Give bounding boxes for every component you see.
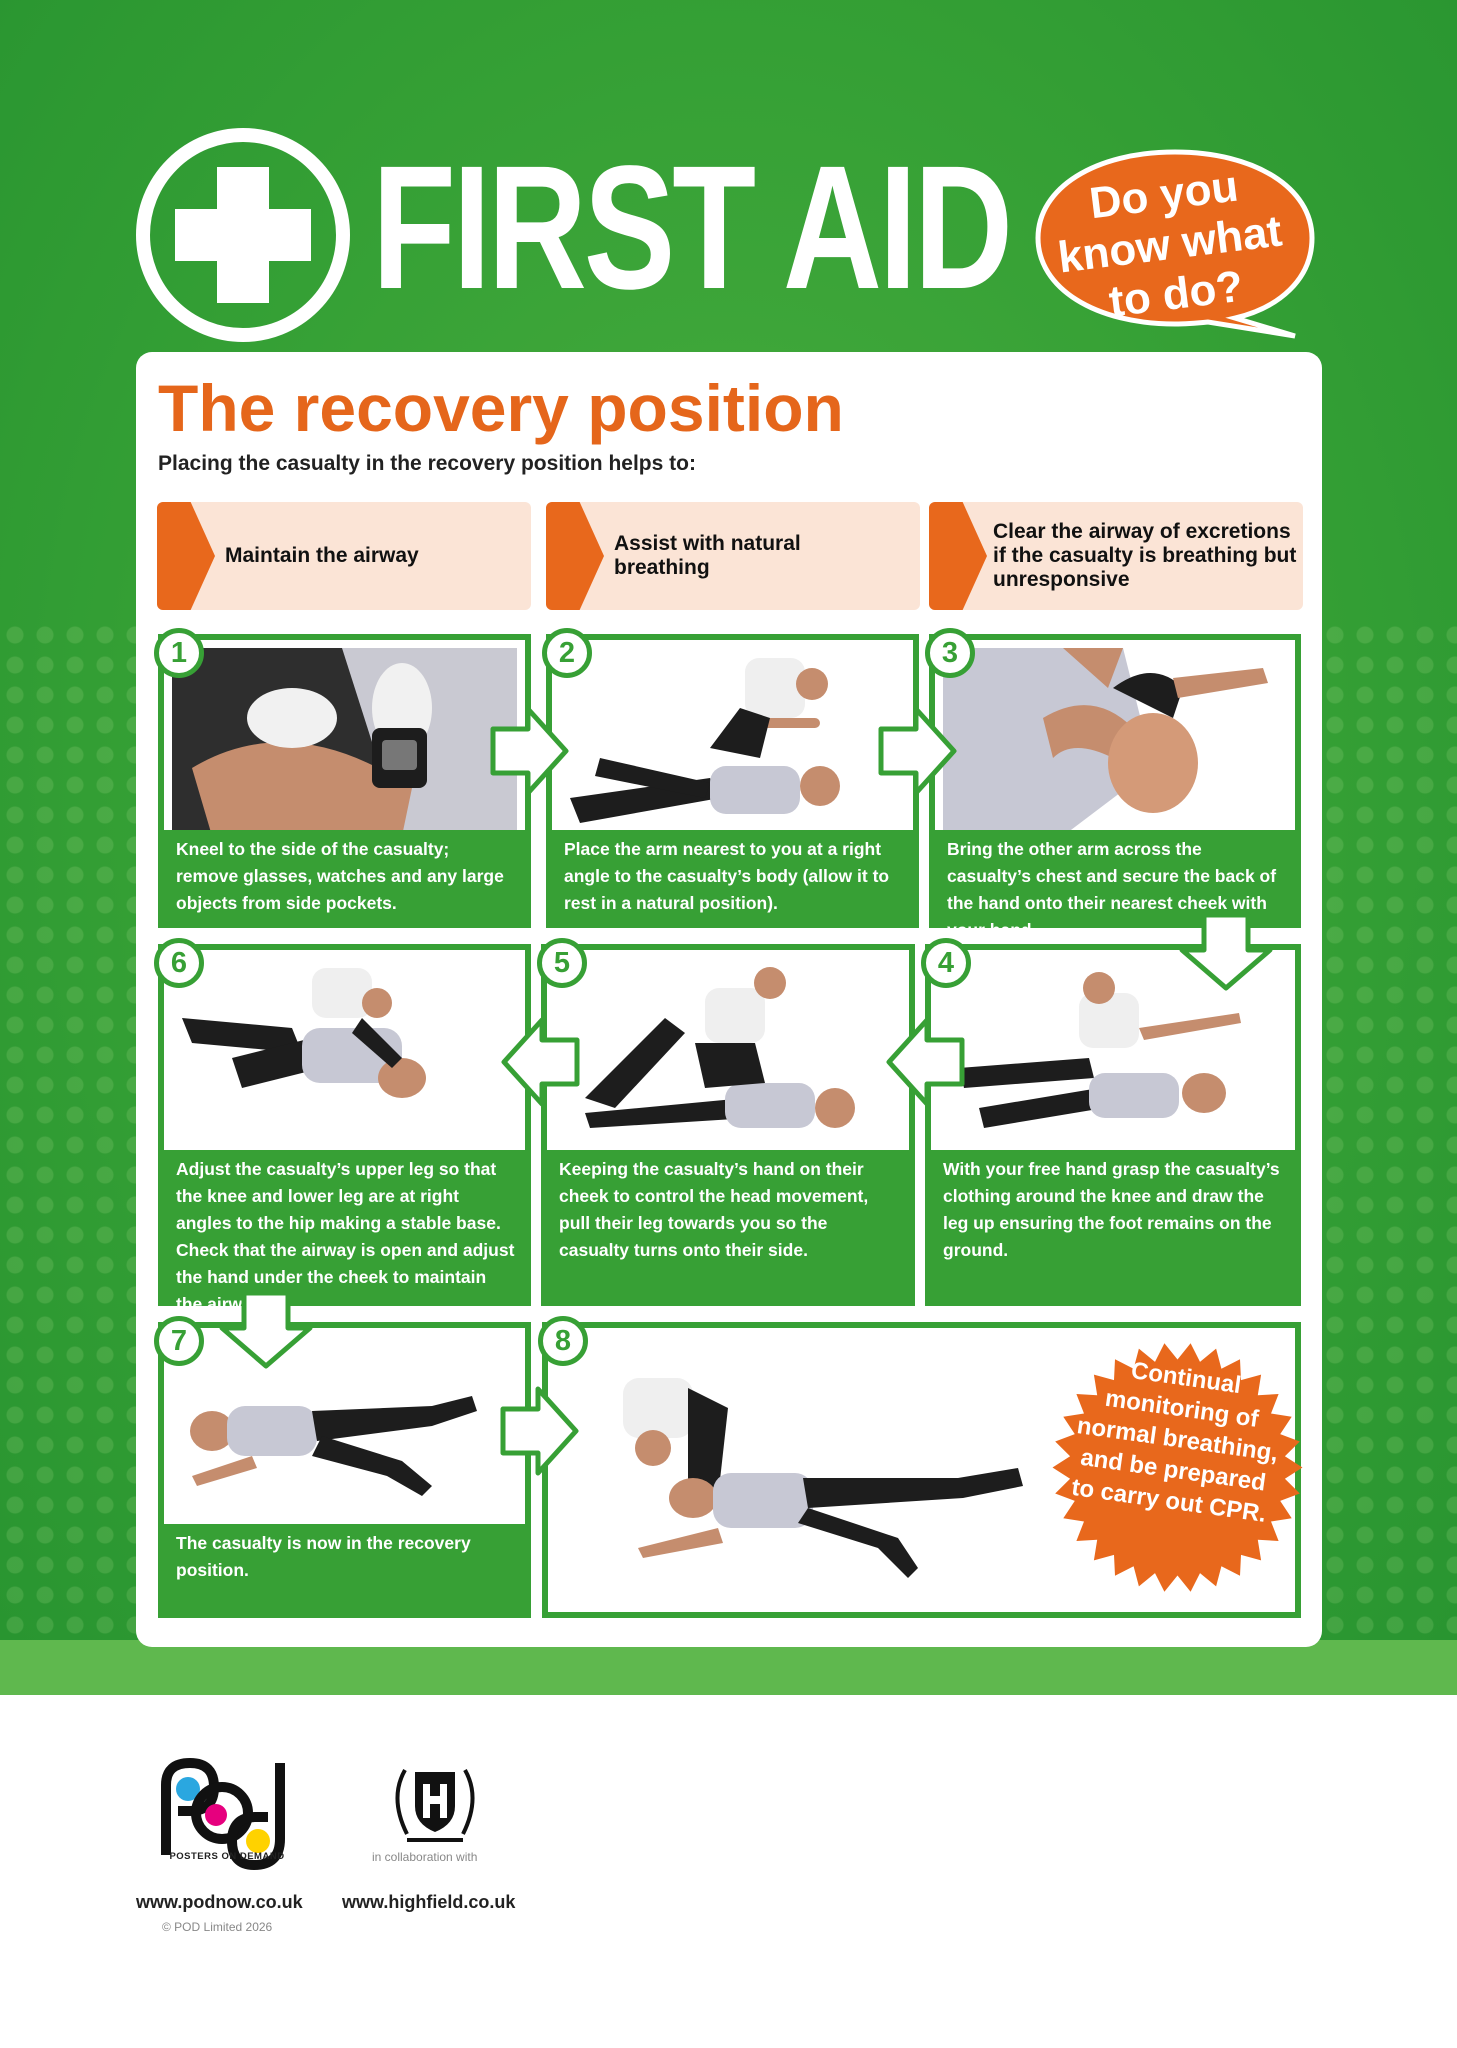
kneel-remove-objects-illustration xyxy=(172,648,517,836)
right-arrow-icon xyxy=(490,706,569,796)
section-title: The recovery position xyxy=(158,371,844,445)
step-number-7: 7 xyxy=(154,1316,204,1366)
grasp-knee-illustration xyxy=(959,972,1241,1128)
left-arrow-icon xyxy=(501,1017,580,1107)
down-arrow-icon xyxy=(219,1290,313,1369)
benefit-airway: Maintain the airway xyxy=(157,502,531,610)
background-band xyxy=(0,1640,1457,1695)
pod-url-link[interactable]: www.podnow.co.uk xyxy=(136,1892,303,1912)
benefit-breathing: Assist with natural breathing xyxy=(546,502,920,610)
speech-bubble-text: Do you know what to do? xyxy=(1055,161,1285,327)
step-panel-6: Adjust the casualty’s upper leg so that … xyxy=(158,944,531,1314)
step-panel-1: Kneel to the side of the casualty; remov… xyxy=(158,634,531,928)
section-intro: Placing the casualty in the recovery pos… xyxy=(158,452,696,475)
step-photo-7 xyxy=(172,1336,517,1536)
step-photo-2 xyxy=(560,648,905,836)
first-aid-cross-icon xyxy=(136,128,350,342)
copyright: © POD Limited 2026 xyxy=(162,1920,273,1934)
benefit-label: Clear the airway of excretions if the ca… xyxy=(993,520,1297,591)
highfield-url-link[interactable]: www.highfield.co.uk xyxy=(342,1892,516,1912)
hand-to-cheek-illustration xyxy=(943,648,1268,836)
right-arrow-icon xyxy=(500,1386,579,1476)
step-caption-4: With your free hand grasp the casualty’s… xyxy=(931,1150,1295,1300)
chevron-icon xyxy=(929,502,987,610)
step-caption-7: The casualty is now in the recovery posi… xyxy=(164,1524,525,1612)
step-caption-2: Place the arm nearest to you at a right … xyxy=(552,830,913,922)
starburst-icon xyxy=(1052,1343,1303,1592)
benefit-excretions: Clear the airway of excretions if the ca… xyxy=(929,502,1303,610)
step-caption-3: Bring the other arm across the casualty’… xyxy=(935,830,1295,940)
adjust-upper-leg-illustration xyxy=(182,968,426,1098)
step-number-6: 6 xyxy=(154,938,204,988)
step-panel-4: With your free hand grasp the casualty’s… xyxy=(925,944,1301,1306)
step-photo-6 xyxy=(172,958,517,1158)
step-photo-8 xyxy=(578,1348,1098,1598)
chevron-icon xyxy=(157,502,215,610)
down-arrow-icon xyxy=(1179,912,1273,991)
step-number-4: 4 xyxy=(921,938,971,988)
step-caption-6: Adjust the casualty’s upper leg so that … xyxy=(164,1150,525,1314)
step-caption-5: Keeping the casualty’s hand on their che… xyxy=(547,1150,909,1300)
step-panel-3: Bring the other arm across the casualty’… xyxy=(929,634,1301,940)
monitor-breathing-illustration xyxy=(623,1378,1023,1578)
step-photo-4 xyxy=(939,958,1287,1158)
pod-tagline: POSTERS ON DEMAND xyxy=(169,1851,285,1862)
speech-bubble-icon xyxy=(1035,149,1315,339)
step-number-8: 8 xyxy=(538,1316,588,1366)
step-caption-1: Kneel to the side of the casualty; remov… xyxy=(164,830,525,922)
step-photo-1 xyxy=(172,648,517,836)
recovery-position-illustration xyxy=(190,1396,477,1496)
right-arrow-icon xyxy=(878,706,957,796)
collaboration-note: in collaboration with xyxy=(372,1850,478,1864)
step-photo-5 xyxy=(555,958,901,1158)
step-panel-2: Place the arm nearest to you at a right … xyxy=(546,634,919,928)
arm-right-angle-illustration xyxy=(570,658,840,823)
step-panel-7: The casualty is now in the recovery posi… xyxy=(158,1322,531,1618)
left-arrow-icon xyxy=(886,1017,965,1107)
step-photo-3 xyxy=(943,648,1287,836)
benefit-label: Assist with natural breathing xyxy=(614,532,801,579)
step-number-5: 5 xyxy=(537,938,587,988)
pull-leg-roll-illustration xyxy=(585,967,855,1128)
step-panel-5: Keeping the casualty’s hand on their che… xyxy=(541,944,915,1306)
chevron-icon xyxy=(546,502,604,610)
benefit-label: Maintain the airway xyxy=(225,544,419,567)
step-number-1: 1 xyxy=(154,628,204,678)
pod-logo xyxy=(161,1757,285,1870)
step-number-3: 3 xyxy=(925,628,975,678)
main-title: FIRST AID xyxy=(372,130,1013,326)
step-number-2: 2 xyxy=(542,628,592,678)
starburst-text: Continual monitoring of normal breathing… xyxy=(1069,1357,1280,1528)
highfield-logo xyxy=(395,1769,475,1842)
